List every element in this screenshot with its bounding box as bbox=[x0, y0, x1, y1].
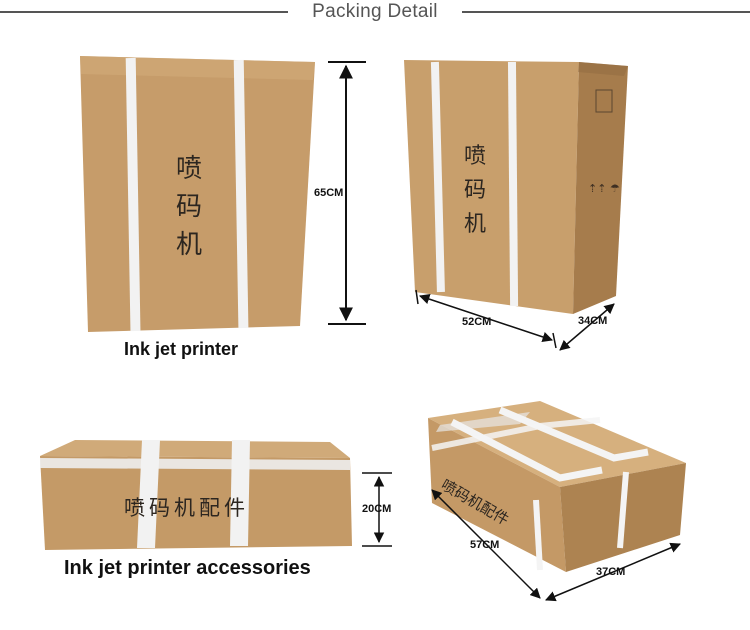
length-arrow-52 bbox=[415, 289, 557, 349]
depth-arrow-34 bbox=[559, 303, 615, 351]
dimension-height-65: 65CM bbox=[314, 187, 344, 199]
box-print-accessories-front: 喷码机配件 bbox=[124, 496, 249, 520]
height-arrow-65 bbox=[328, 61, 366, 325]
height-arrow-20 bbox=[362, 472, 392, 547]
header-rule-right bbox=[462, 11, 750, 13]
svg-text:⇡⇡ ☂: ⇡⇡ ☂ bbox=[588, 182, 620, 195]
accessories-box-front bbox=[40, 440, 352, 550]
length-arrow-57 bbox=[431, 489, 541, 599]
section-title: Packing Detail bbox=[312, 1, 438, 22]
printer-box-front bbox=[80, 56, 315, 332]
dimension-length-57: 57CM bbox=[470, 539, 500, 551]
caption-printer: Ink jet printer bbox=[124, 339, 239, 359]
caption-accessories: Ink jet printer accessories bbox=[64, 557, 311, 579]
printer-box-angled: ⇡⇡ ☂ bbox=[404, 60, 628, 314]
dimension-width-37: 37CM bbox=[596, 566, 626, 578]
dimension-depth-34: 34CM bbox=[578, 315, 608, 327]
width-arrow-37 bbox=[545, 542, 681, 602]
header-rule-left bbox=[0, 11, 288, 13]
box-print-printer-front: 喷码机 bbox=[176, 154, 203, 260]
dimension-height-20: 20CM bbox=[362, 503, 392, 515]
box-print-printer-angled: 喷码机 bbox=[464, 144, 487, 237]
section-header: Packing Detail bbox=[0, 0, 750, 26]
dimension-length-52: 52CM bbox=[462, 316, 492, 328]
